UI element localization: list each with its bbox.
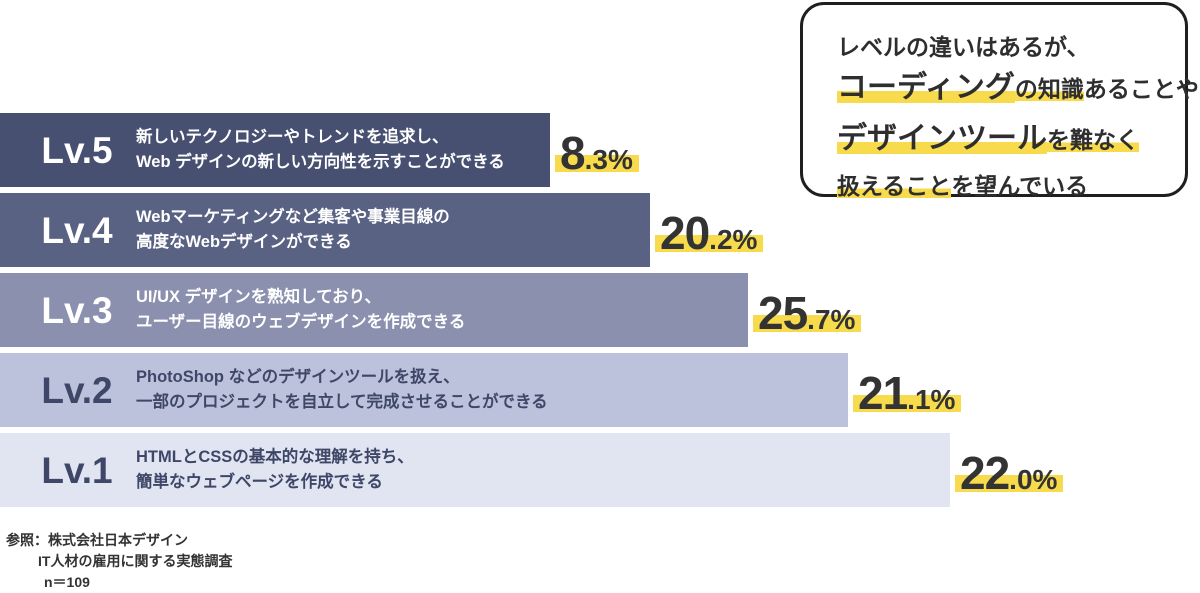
yellow-highlight-band xyxy=(555,155,639,172)
callout-line-4: 扱えることを望んでいる xyxy=(837,167,1185,209)
percent-label-lv1: 22.0% xyxy=(955,449,1064,497)
description-line: HTMLとCSSの基本的な理解を持ち、 xyxy=(136,448,414,467)
callout-line-2: コーディングの知識あることや xyxy=(837,65,1199,116)
bar-row-lv4: Lv.4 Webマーケティングなど集客や事業目線の 高度なWebデザインができる xyxy=(0,193,650,267)
description-line: UI/UX デザインを熟知しており、 xyxy=(136,288,381,307)
level-description-lv4: Webマーケティングなど集客や事業目線の 高度なWebデザインができる xyxy=(136,205,450,255)
callout-line-3: デザインツールを難なく xyxy=(837,116,1185,167)
bar-row-lv1: Lv.1 HTMLとCSSの基本的な理解を持ち、 簡単なウェブページを作成できる xyxy=(0,433,950,507)
callout-emphasis-coding: コーディング xyxy=(837,71,1015,104)
description-line: 簡単なウェブページを作成できる xyxy=(136,473,383,491)
level-description-lv1: HTMLとCSSの基本的な理解を持ち、 簡単なウェブページを作成できる xyxy=(136,445,414,495)
description-line: 新しいテクノロジーやトレンドを追求し、 xyxy=(136,128,449,147)
level-label-lv2: Lv.2 xyxy=(41,369,113,411)
level-label-lv1: Lv.1 xyxy=(41,449,113,491)
level-label-lv4: Lv.4 xyxy=(41,209,113,251)
summary-callout-box: レベルの違いはあるが、 コーディングの知識あることや デザインツールを難なく 扱… xyxy=(800,2,1199,199)
callout-line-1: レベルの違いはあるが、 xyxy=(837,29,1185,65)
bar-row-lv3: Lv.3 UI/UX デザインを熟知しており、 ユーザー目線のウェブデザインを作… xyxy=(0,273,748,347)
bar-row-lv2: Lv.2 PhotoShop などのデザインツールを扱え、 一部のプロジェクトを… xyxy=(0,353,848,427)
source-note: 参照：株式会社日本デザイン IT人材の雇用に関する実態調査 n＝109 xyxy=(6,530,232,593)
yellow-highlight-band xyxy=(955,475,1064,492)
description-line: 一部のプロジェクトを自立して完成させることができる xyxy=(136,393,548,411)
callout-highlighted-text: の知識 xyxy=(1014,76,1084,102)
percent-label-lv2: 21.1% xyxy=(853,369,962,417)
source-line-reference: 参照：株式会社日本デザイン xyxy=(6,532,188,548)
source-line-survey: IT人材の雇用に関する実態調査 xyxy=(38,553,233,569)
level-description-lv2: PhotoShop などのデザインツールを扱え、 一部のプロジェクトを自立して完… xyxy=(136,365,548,415)
description-line: 高度なWebデザインができる xyxy=(136,233,352,251)
source-line-sample-size: n＝109 xyxy=(44,574,90,590)
yellow-highlight-band xyxy=(655,235,764,252)
callout-text: あることや xyxy=(1083,76,1199,102)
callout-highlighted-text: 扱えること xyxy=(837,173,952,199)
callout-highlighted-text: を難なく xyxy=(1047,127,1139,153)
description-line: Web デザインの新しい方向性を示すことができる xyxy=(136,153,505,171)
level-description-lv3: UI/UX デザインを熟知しており、 ユーザー目線のウェブデザインを作成できる xyxy=(136,285,465,335)
level-label-lv3: Lv.3 xyxy=(41,289,113,331)
percent-label-lv4: 20.2% xyxy=(655,209,764,257)
percent-label-lv3: 25.7% xyxy=(753,289,862,337)
yellow-highlight-band xyxy=(853,395,962,412)
callout-text: レベルの違いはあるが、 xyxy=(837,34,1090,60)
percent-label-lv5: 8.3% xyxy=(555,129,639,177)
callout-text: を望んでいる xyxy=(951,173,1089,199)
level-label-lv5: Lv.5 xyxy=(41,129,113,171)
yellow-highlight-band xyxy=(753,315,862,332)
description-line: ユーザー目線のウェブデザインを作成できる xyxy=(136,313,466,331)
description-line: PhotoShop などのデザインツールを扱え、 xyxy=(136,368,460,387)
bar-row-lv5: Lv.5 新しいテクノロジーやトレンドを追求し、 Web デザインの新しい方向性… xyxy=(0,113,550,187)
description-line: Webマーケティングなど集客や事業目線の xyxy=(136,208,450,227)
level-description-lv5: 新しいテクノロジーやトレンドを追求し、 Web デザインの新しい方向性を示すこと… xyxy=(136,125,505,175)
callout-emphasis-design-tool: デザインツール xyxy=(837,122,1047,155)
